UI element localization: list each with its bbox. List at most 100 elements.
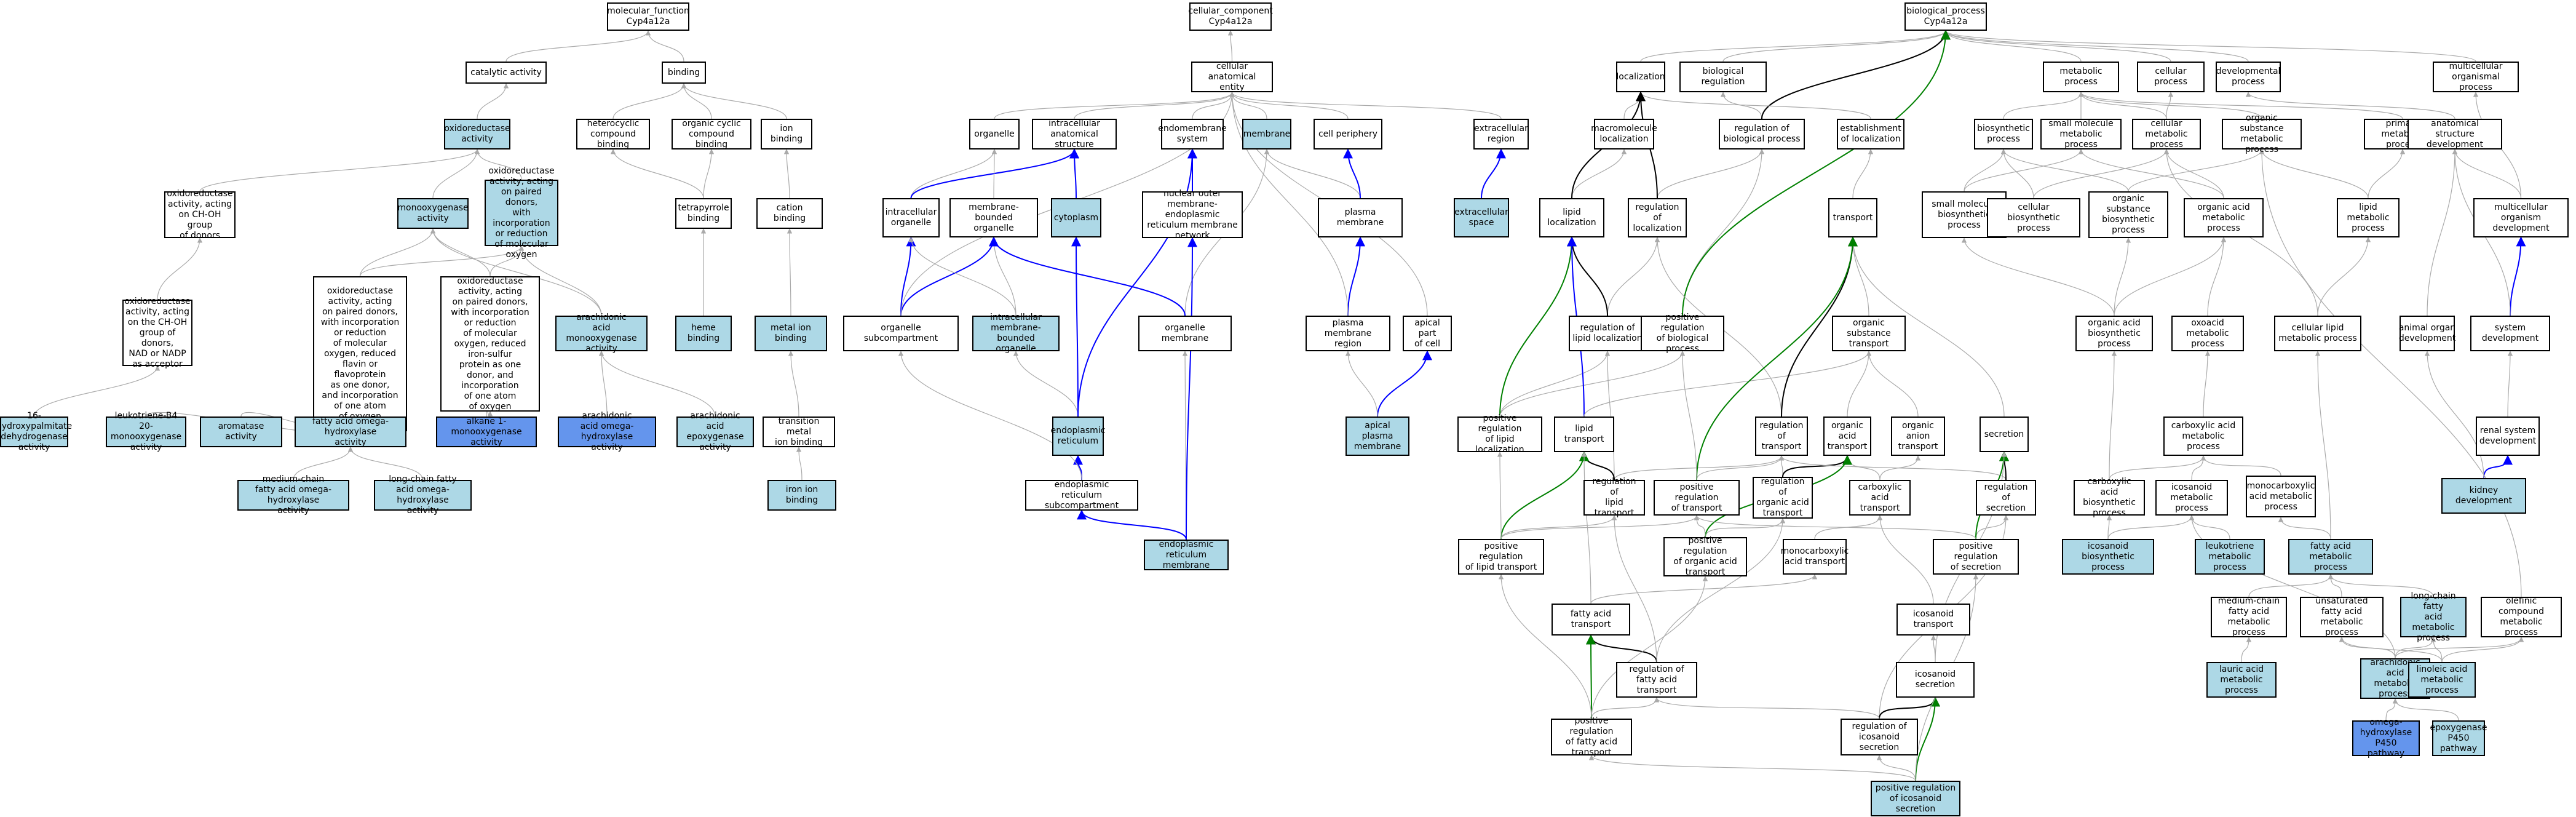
go-term-orgsub-bio[interactable]: organic substance biosynthetic process: [2088, 191, 2168, 238]
go-term-longchain-fa[interactable]: long-chain fatty acid omega-hydroxylase …: [374, 474, 472, 516]
go-term-biosynth[interactable]: biosynthetic process: [1974, 119, 2033, 149]
go-term-organion-trans[interactable]: organic anion transport: [1891, 416, 1945, 456]
go-term-icos-trans[interactable]: icosanoid transport: [1896, 604, 1970, 636]
go-term-nuclear-er[interactable]: nuclear outer membrane-endoplasmic retic…: [1142, 189, 1243, 241]
go-term-extracell-reg[interactable]: extracellular region: [1473, 119, 1529, 149]
go-term-reg-lipid-trans[interactable]: regulation of lipid transport: [1583, 477, 1645, 518]
go-term-reg-orgacid-trans[interactable]: regulation of organic acid transport: [1753, 477, 1813, 519]
go-term-longchain-met[interactable]: long-chain fatty acid metabolic process: [2400, 591, 2467, 643]
go-term-estab-loc[interactable]: establishment of localization: [1837, 119, 1904, 149]
go-term-pos-reg-lipid-trans[interactable]: positive regulation of lipid transport: [1458, 539, 1544, 575]
go-term-animal-organ[interactable]: animal organ development: [2399, 316, 2455, 351]
go-term-bioreg[interactable]: biological regulation: [1679, 62, 1767, 92]
go-term-secretion[interactable]: secretion: [1980, 416, 2029, 452]
go-term-ltb4[interactable]: leukotriene-B4 20-monooxygenase activity: [106, 411, 186, 452]
go-term-macroloc[interactable]: macromolecule localization: [1591, 119, 1657, 149]
go-term-apical-part[interactable]: apical part of cell: [1403, 316, 1452, 351]
go-term-pos-reg-lipid-loc[interactable]: positive regulation of lipid localizatio…: [1457, 413, 1542, 455]
go-term-pos-reg-bio[interactable]: positive regulation of biological proces…: [1641, 313, 1724, 354]
go-term-oxironsulfur[interactable]: oxidoreductase activity, acting on paire…: [440, 276, 540, 412]
go-term-cell-lipid-met[interactable]: cellular lipid metabolic process: [2274, 316, 2361, 351]
go-term-oxred[interactable]: oxidoreductase activity: [444, 119, 510, 149]
go-term-cc[interactable]: cellular_component Cyp4a12a: [1188, 2, 1273, 31]
go-term-plasma-mem[interactable]: plasma membrane: [1318, 198, 1403, 237]
go-term-hydroxypal[interactable]: 16-hydroxypalmitate dehydrogenase activi…: [0, 411, 73, 452]
go-term-organelle[interactable]: organelle: [969, 119, 1020, 149]
go-term-cellperiph[interactable]: cell periphery: [1314, 119, 1382, 149]
go-term-localization[interactable]: localization: [1616, 62, 1665, 92]
go-term-multi-dev[interactable]: multicellular organism development: [2473, 198, 2569, 237]
go-term-fa-trans[interactable]: fatty acid transport: [1552, 604, 1630, 636]
go-term-reg-secretion[interactable]: regulation of secretion: [1976, 480, 2036, 516]
go-term-endomem[interactable]: endomembrane system: [1158, 119, 1227, 149]
go-term-intra-anat[interactable]: intracellular anatomical structure: [1032, 119, 1117, 149]
go-term-icos-met[interactable]: icosanoid metabolic process: [2155, 480, 2228, 516]
go-term-hetero[interactable]: heterocyclic compound binding: [576, 119, 650, 149]
go-term-orgsub-met[interactable]: organic substance metabolic process: [2222, 113, 2302, 154]
go-term-heme[interactable]: heme binding: [675, 316, 732, 351]
go-term-intra-mb-org[interactable]: intracellular membrane-bounded organelle: [972, 313, 1060, 354]
go-term-pm-region[interactable]: plasma membrane region: [1306, 316, 1390, 351]
go-term-devproc[interactable]: developmental process: [2216, 62, 2281, 92]
go-term-aa-omega[interactable]: arachidonic acid omega-hydroxylase activ…: [558, 411, 656, 452]
go-term-reg-icos-sec[interactable]: regulation of icosanoid secretion: [1841, 719, 1918, 755]
go-term-orgacid-trans[interactable]: organic acid transport: [1823, 416, 1871, 456]
go-term-leuko-met[interactable]: leukotriene metabolic process: [2195, 539, 2265, 575]
go-term-er-subcomp[interactable]: endoplasmic reticulum subcompartment: [1025, 480, 1138, 511]
go-term-bp[interactable]: biological_process Cyp4a12a: [1904, 2, 1987, 31]
go-term-pos-reg-fa-trans[interactable]: positive regulation of fatty acid transp…: [1551, 716, 1632, 757]
go-term-org-mem[interactable]: organelle membrane: [1138, 316, 1232, 351]
go-term-lipid-trans[interactable]: lipid transport: [1554, 416, 1614, 452]
go-term-orgacid-met[interactable]: organic acid metabolic process: [2184, 198, 2264, 237]
go-term-reg-fa-trans[interactable]: regulation of fatty acid transport: [1616, 662, 1697, 698]
go-term-medchain-fa[interactable]: medium-chain fatty acid omega-hydroxylas…: [237, 474, 349, 516]
go-term-oxflavin[interactable]: oxidoreductase activity, acting on paire…: [313, 276, 407, 431]
go-term-orgacid-bio[interactable]: organic acid biosynthetic process: [2075, 316, 2153, 351]
go-term-membrane[interactable]: membrane: [1242, 119, 1291, 149]
go-term-smallmol-met[interactable]: small molecule metabolic process: [2040, 119, 2122, 149]
go-term-renal-dev[interactable]: renal system development: [2476, 416, 2540, 456]
go-term-carbox-met[interactable]: carboxylic acid metabolic process: [2163, 416, 2243, 456]
go-term-reg-loc[interactable]: regulation of localization: [1628, 198, 1687, 237]
go-term-carbox-bio[interactable]: carboxylic acid biosynthetic process: [2074, 477, 2145, 518]
go-term-monocarbox-met[interactable]: monocarboxylic acid metabolic process: [2246, 476, 2316, 517]
go-term-aa-epox[interactable]: arachidonic acid epoxygenase activity: [676, 411, 754, 452]
go-term-cell-bio[interactable]: cellular biosynthetic process: [1987, 198, 2080, 237]
go-term-ion[interactable]: ion binding: [761, 119, 812, 149]
go-term-epox-path[interactable]: epoxygenase P450 pathway: [2430, 720, 2487, 756]
go-term-cation[interactable]: cation binding: [756, 198, 823, 229]
go-term-reg-bioproc[interactable]: regulation of biological process: [1719, 119, 1805, 149]
go-term-cae[interactable]: cellular anatomical entity: [1191, 62, 1273, 92]
go-term-multiorg[interactable]: multicellular organismal process: [2433, 62, 2519, 92]
go-term-orgsub-trans[interactable]: organic substance transport: [1832, 316, 1906, 351]
go-term-metalion[interactable]: metal ion binding: [755, 316, 827, 351]
go-term-oxchoh-nad[interactable]: oxidoreductase activity, acting on the C…: [122, 297, 192, 369]
go-term-orgcyc[interactable]: organic cyclic compound binding: [672, 119, 751, 149]
go-term-omega-path[interactable]: omega-hydroxylase P450 pathway: [2352, 717, 2420, 759]
go-term-fa-met[interactable]: fatty acid metabolic process: [2288, 539, 2373, 575]
go-term-oxpaired[interactable]: oxidoreductase activity, acting on paire…: [485, 166, 558, 260]
go-term-aa-mono[interactable]: arachidonic acid monooxygenase activity: [555, 313, 648, 354]
go-term-mf[interactable]: molecular_function Cyp4a12a: [607, 2, 689, 31]
go-term-icos-bio[interactable]: icosanoid biosynthetic process: [2062, 539, 2154, 575]
go-term-anat-dev[interactable]: anatomical structure development: [2408, 119, 2502, 149]
go-term-oxchoh[interactable]: oxidoreductase activity, acting on CH-OH…: [164, 189, 236, 241]
go-term-er-mem[interactable]: endoplasmic reticulum membrane: [1144, 540, 1229, 570]
go-term-fa-omega[interactable]: fatty acid omega-hydroxylase activity: [295, 416, 406, 447]
go-term-unsat-fa-met[interactable]: unsaturated fatty acid metabolic process: [2300, 596, 2384, 637]
go-term-catalytic[interactable]: catalytic activity: [466, 62, 547, 84]
go-term-iron[interactable]: iron ion binding: [767, 480, 836, 511]
go-term-reg-lipid-loc[interactable]: regulation of lipid localization: [1569, 316, 1646, 351]
go-term-carbox-trans[interactable]: carboxylic acid transport: [1849, 480, 1911, 516]
go-term-lipid-loc[interactable]: lipid localization: [1539, 198, 1604, 237]
go-term-intra-org[interactable]: intracellular organelle: [882, 198, 940, 237]
go-term-reg-trans[interactable]: regulation of transport: [1755, 416, 1808, 456]
go-term-monoox[interactable]: monooxygenase activity: [397, 198, 469, 229]
go-term-sys-dev[interactable]: system development: [2470, 316, 2550, 351]
go-term-org-subcomp[interactable]: organelle subcompartment: [843, 316, 959, 351]
go-term-kidney-dev[interactable]: kidney development: [2441, 478, 2526, 514]
go-term-oxoacid-met[interactable]: oxoacid metabolic process: [2171, 316, 2244, 351]
go-term-icos-secretion[interactable]: icosanoid secretion: [1896, 662, 1975, 698]
go-term-transport[interactable]: transport: [1828, 198, 1877, 237]
go-term-pos-reg-secretion[interactable]: positive regulation of secretion: [1933, 539, 2019, 575]
